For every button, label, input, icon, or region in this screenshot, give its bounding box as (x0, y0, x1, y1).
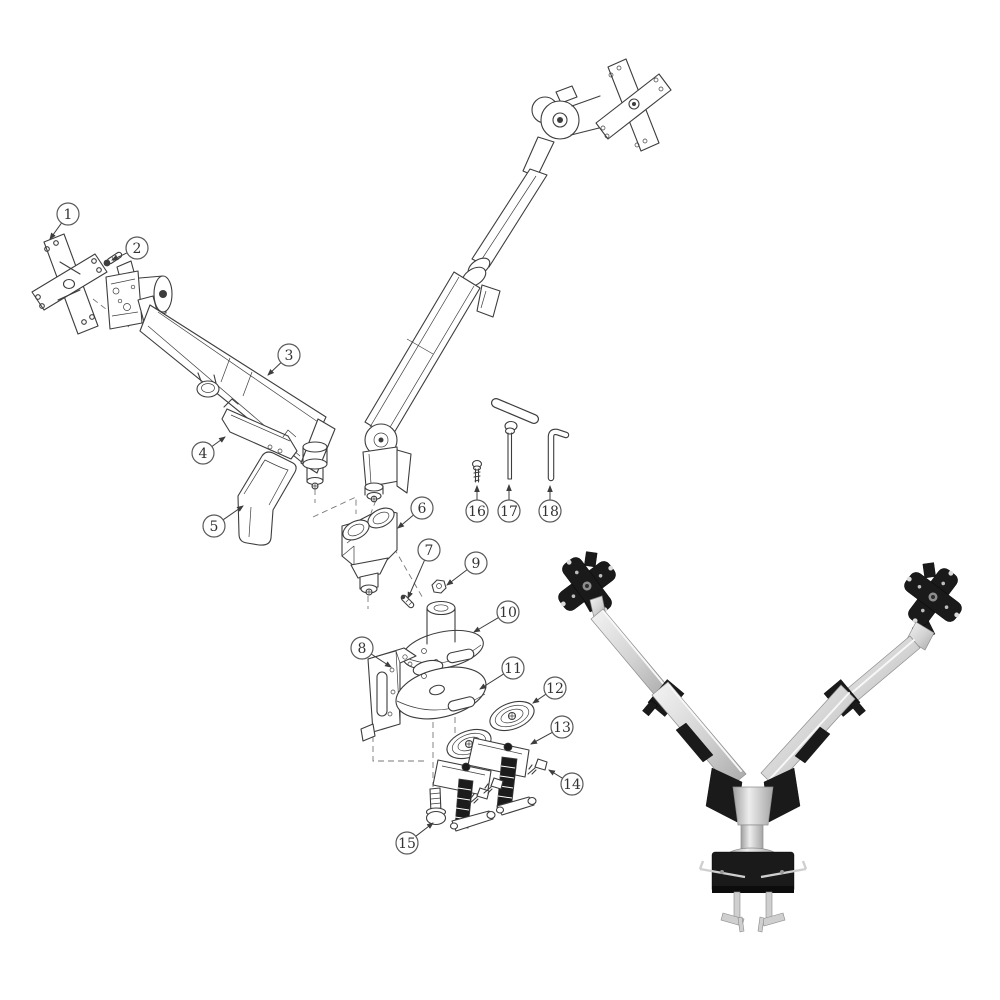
callout-circle (395, 831, 419, 855)
clamp-bracket-rear-part (467, 737, 537, 816)
callout-leader-line (479, 673, 504, 690)
callout-circle (543, 676, 567, 700)
callout-number: 11 (504, 661, 522, 677)
dual-hinge-block-part (341, 507, 398, 596)
grommet-cover-part (489, 700, 535, 732)
callout-leader-line (267, 362, 282, 376)
callout-9: 9 (446, 551, 488, 586)
clamp-bracket-front-part (432, 759, 496, 832)
cable-cover-part (221, 398, 298, 460)
callout-circle (191, 441, 215, 465)
callout-leader-line (397, 514, 414, 529)
callout-12: 12 (532, 676, 567, 704)
callout-leader-line (473, 617, 499, 633)
callout-circle (410, 496, 434, 520)
callout-2: 2 (111, 236, 149, 261)
socket-screws-part (469, 758, 548, 804)
callout-11: 11 (479, 656, 525, 690)
callout-leader-line (49, 222, 63, 240)
callout-leader-line (370, 653, 392, 668)
callout-number: 9 (472, 556, 481, 572)
callout-number: 17 (500, 504, 518, 520)
callout-number: 8 (358, 641, 367, 657)
l-hex-key-part (547, 428, 570, 482)
callout-circle (202, 514, 226, 538)
callout-number: 14 (563, 777, 581, 793)
callout-circle (497, 499, 521, 523)
right-vesa-plate (904, 562, 962, 626)
callout-circle (550, 715, 574, 739)
callout-leader-line (222, 505, 244, 521)
callout-leader-line (211, 436, 226, 447)
callout-number: 7 (425, 543, 434, 559)
vesa-plate-part (31, 233, 108, 335)
mounting-screw-part (103, 251, 123, 267)
anchor-bolt-part (425, 787, 447, 826)
callout-leader-line (415, 822, 434, 837)
callout-number: 6 (418, 501, 427, 517)
callout-8: 8 (350, 636, 392, 668)
callout-leader-line (532, 693, 547, 704)
callout-circle (56, 202, 80, 226)
callout-circle (125, 236, 149, 260)
callout-7: 7 (407, 538, 441, 599)
callout-number: 16 (468, 504, 486, 520)
callout-number: 13 (553, 720, 571, 736)
callout-number: 1 (64, 207, 73, 223)
callout-14: 14 (548, 769, 584, 796)
callout-circle (465, 499, 489, 523)
callout-4: 4 (191, 436, 226, 465)
callout-leader-line (446, 569, 468, 586)
callout-circle (350, 636, 374, 660)
callout-13: 13 (530, 715, 574, 745)
callout-circle (277, 343, 301, 367)
callout-leader-line (407, 559, 426, 599)
plastic-sleeve-part (237, 451, 297, 546)
callout-circle (560, 772, 584, 796)
grommet-base-part (402, 600, 484, 677)
callout-leader-line (548, 769, 563, 779)
hex-nut-part (431, 579, 447, 594)
callout-16: 16 (465, 484, 489, 523)
callout-6: 6 (397, 496, 434, 529)
callout-number: 12 (546, 681, 564, 697)
callout-circle (538, 499, 562, 523)
mounting-plate-part (395, 666, 487, 720)
l-bracket-part (360, 647, 417, 742)
upper-arm-assembly (362, 58, 672, 503)
callout-circle (417, 538, 441, 562)
callout-15: 15 (395, 822, 434, 855)
left-vesa-plate (558, 551, 616, 615)
callout-number: 3 (285, 348, 294, 364)
callout-5: 5 (202, 505, 244, 538)
callout-number: 5 (210, 519, 219, 535)
callout-number: 2 (133, 241, 142, 257)
callout-number: 15 (398, 836, 416, 852)
callout-number: 4 (199, 446, 208, 462)
t-handle-hex-key-part (491, 398, 539, 480)
callout-3: 3 (267, 343, 301, 376)
callout-number: 10 (499, 605, 517, 621)
callout-10: 10 (473, 600, 520, 633)
callout-circle (496, 600, 520, 624)
lower-arm-part (139, 304, 336, 490)
callout-number: 18 (541, 504, 559, 520)
callout-circle (464, 551, 488, 575)
screw-tool-part (471, 459, 483, 483)
tilt-head-part (105, 260, 173, 330)
callout-leader-line (530, 731, 553, 745)
callout-17: 17 (497, 483, 521, 523)
callout-1: 1 (49, 202, 80, 240)
product-render (558, 551, 962, 933)
callout-circle (501, 656, 525, 680)
callout-18: 18 (538, 484, 562, 523)
set-screw-part (400, 594, 415, 609)
callout-leader-line (111, 252, 128, 261)
